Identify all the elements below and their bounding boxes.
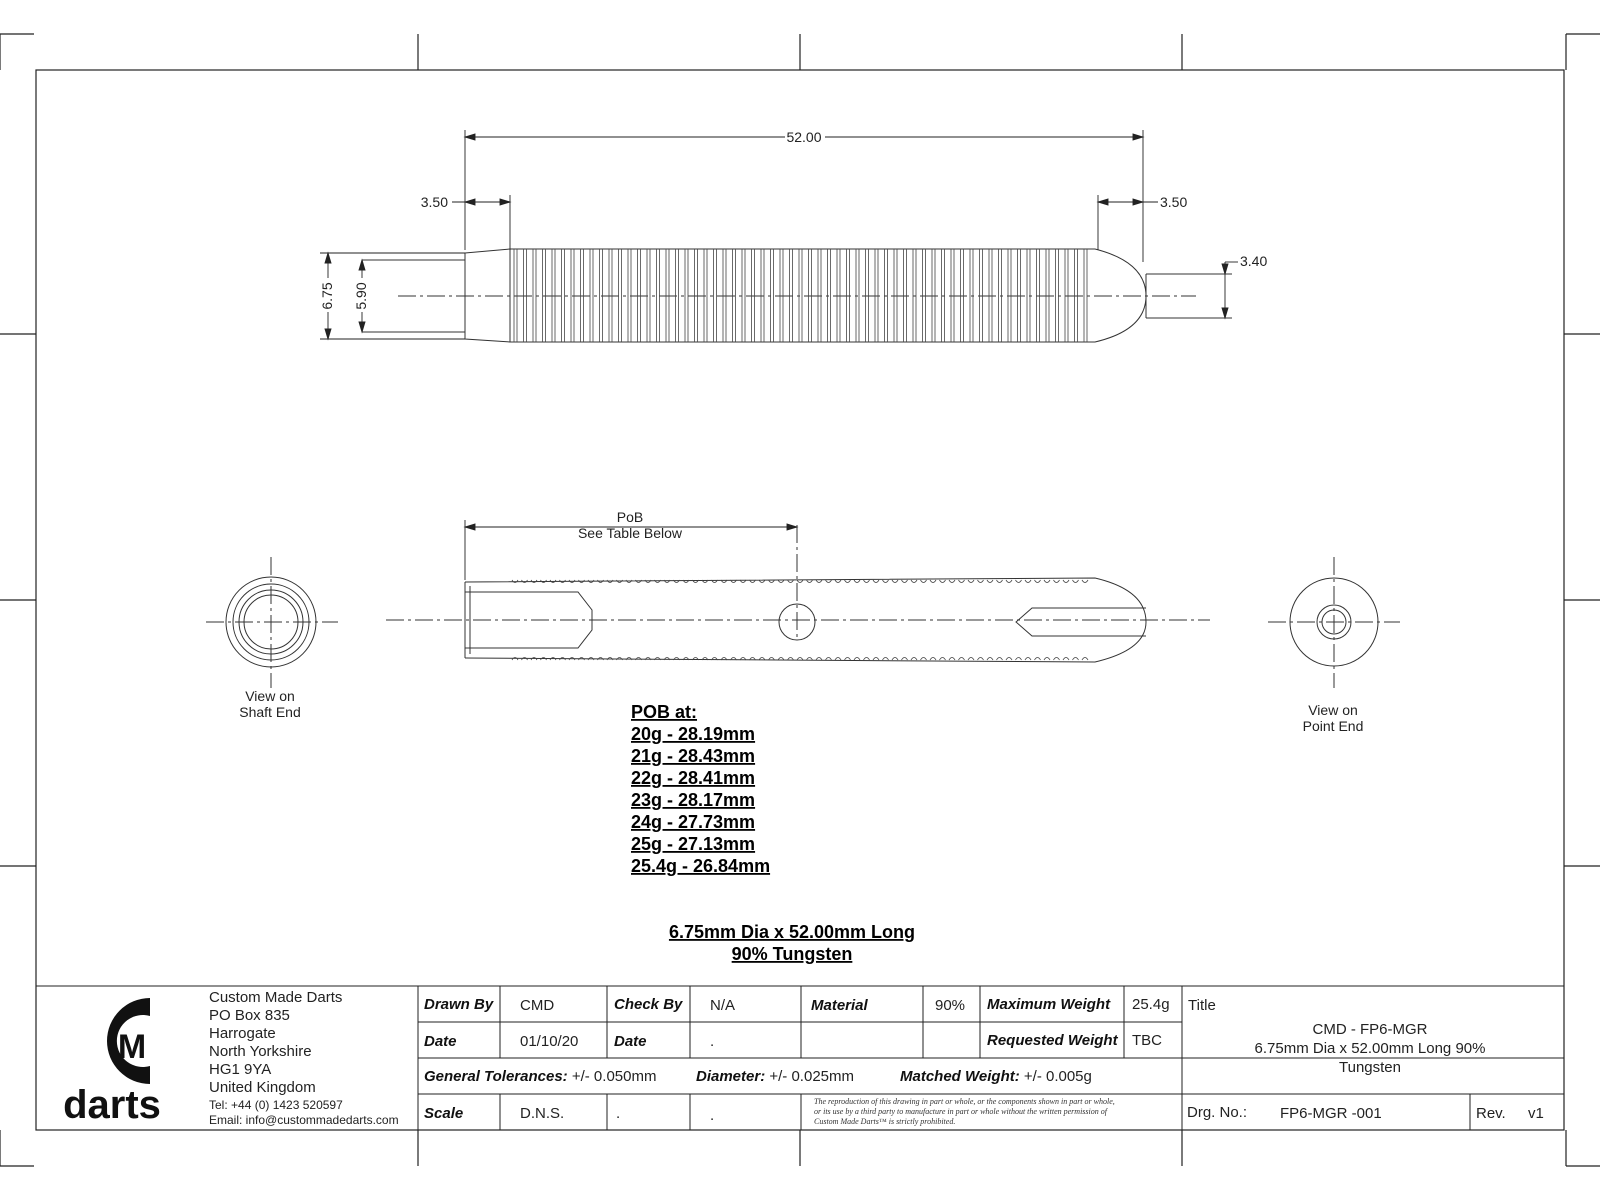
revision-label: Rev. (1476, 1105, 1506, 1122)
general-tolerance-value: +/- 0.050mm (568, 1068, 657, 1085)
title-block (36, 985, 1564, 1130)
scale-value: D.N.S. (520, 1105, 564, 1122)
pob-dim-label: PoB (617, 509, 643, 525)
pob-row: 22g - 28.41mm (631, 768, 755, 788)
pob-dim-note: See Table Below (578, 525, 683, 541)
company-address: Custom Made Darts PO Box 835 Harrogate N… (209, 989, 399, 1127)
logo-letter: M (118, 1028, 146, 1066)
diameter-tolerance-label: Diameter: (696, 1068, 765, 1085)
pob-heading: POB at: (631, 702, 697, 722)
check-by-label: Check By (614, 996, 683, 1013)
matched-weight-value: +/- 0.005g (1020, 1068, 1092, 1085)
check-by-value: N/A (710, 997, 735, 1014)
bore-diameter-dim: 5.90 (353, 282, 369, 309)
drawing-number-label: Drg. No.: (1187, 1104, 1247, 1121)
spec-line-1: 6.75mm Dia x 52.00mm Long (669, 922, 915, 942)
pob-row: 25g - 27.13mm (631, 834, 755, 854)
check-date-label: Date (614, 1033, 647, 1050)
pob-row: 25.4g - 26.84mm (631, 856, 770, 876)
title-line-1: CMD - FP6-MGR (1313, 1021, 1428, 1038)
matched-weight-label: Matched Weight: (900, 1068, 1020, 1085)
pob-mark (778, 603, 816, 641)
sheet-corner-marks (0, 33, 1600, 1167)
pob-row: 24g - 27.73mm (631, 812, 755, 832)
address-line: HG1 9YA (209, 1061, 271, 1078)
outer-diameter-dim: 6.75 (319, 282, 335, 309)
material-label: Material (811, 997, 869, 1014)
title-line-3: Tungsten (1339, 1059, 1401, 1076)
point-end-label-2: Point End (1303, 718, 1364, 734)
point-hole-dim: 3.40 (1240, 253, 1267, 269)
barrel-section-view (386, 525, 1210, 663)
max-weight-label: Maximum Weight (987, 996, 1111, 1013)
groove-teeth (511, 579, 1089, 661)
tolerances-row: General Tolerances: +/- 0.050mm (424, 1068, 656, 1085)
material-value: 90% (935, 997, 965, 1014)
pob-table: POB at: 20g - 28.19mm 21g - 28.43mm 22g … (631, 702, 770, 876)
pob-row: 23g - 28.17mm (631, 790, 755, 810)
right-taper-dim: 3.50 (1160, 194, 1187, 210)
section-grooves (511, 579, 1089, 661)
requested-weight-value: TBC (1132, 1032, 1162, 1049)
blank-cell: . (616, 1105, 620, 1122)
title-label: Title (1188, 997, 1216, 1014)
point-end-view (1268, 557, 1400, 688)
copyright-notice: Custom Made Darts™ is strictly prohibite… (814, 1117, 955, 1126)
drawn-by-label: Drawn By (424, 996, 494, 1013)
revision-value: v1 (1528, 1105, 1544, 1122)
address-line: Custom Made Darts (209, 989, 342, 1006)
copyright-notice: or its use by a third party to manufactu… (814, 1107, 1109, 1116)
diameter-tolerance-value: +/- 0.025mm (765, 1068, 854, 1085)
barrel-side-view (362, 248, 1232, 343)
blank-cell: . (710, 1107, 714, 1124)
pob-row: 21g - 28.43mm (631, 746, 755, 766)
drawing-frame (35, 69, 1565, 1131)
address-line: United Kingdom (209, 1079, 316, 1096)
address-line: Harrogate (209, 1025, 276, 1042)
date-label: Date (424, 1033, 457, 1050)
title-line-2: 6.75mm Dia x 52.00mm Long 90% (1255, 1040, 1486, 1057)
logo-word: darts (63, 1083, 161, 1127)
company-email: Email: info@custommadedarts.com (209, 1113, 399, 1127)
point-end-label: View on (1308, 702, 1358, 718)
date-value: 01/10/20 (520, 1033, 578, 1050)
shaft-end-label: View on (245, 688, 295, 704)
requested-weight-label: Requested Weight (987, 1032, 1119, 1049)
pob-dimension (463, 520, 799, 580)
dimension-lines (320, 130, 1238, 341)
diameter-tolerance: Diameter: +/- 0.025mm (696, 1068, 854, 1085)
spec-line-2: 90% Tungsten (732, 944, 853, 964)
scale-label: Scale (424, 1105, 463, 1122)
grip-grooves (513, 249, 1088, 342)
general-tolerance-label: General Tolerances: (424, 1068, 568, 1085)
shaft-end-view (206, 557, 338, 688)
cmd-logo: M darts (63, 998, 161, 1127)
address-line: PO Box 835 (209, 1007, 290, 1024)
address-line: North Yorkshire (209, 1043, 312, 1060)
copyright-notice: The reproduction of this drawing in part… (814, 1097, 1115, 1106)
drawing-number-value: FP6-MGR -001 (1280, 1105, 1382, 1122)
overall-length-dim: 52.00 (786, 129, 821, 145)
drawn-by-value: CMD (520, 997, 554, 1014)
pob-row: 20g - 28.19mm (631, 724, 755, 744)
check-date-value: . (710, 1033, 714, 1050)
matched-weight: Matched Weight: +/- 0.005g (900, 1068, 1092, 1085)
max-weight-value: 25.4g (1132, 996, 1170, 1013)
company-tel: Tel: +44 (0) 1423 520597 (209, 1098, 343, 1112)
left-taper-dim: 3.50 (421, 194, 448, 210)
shaft-end-label-2: Shaft End (239, 704, 301, 720)
